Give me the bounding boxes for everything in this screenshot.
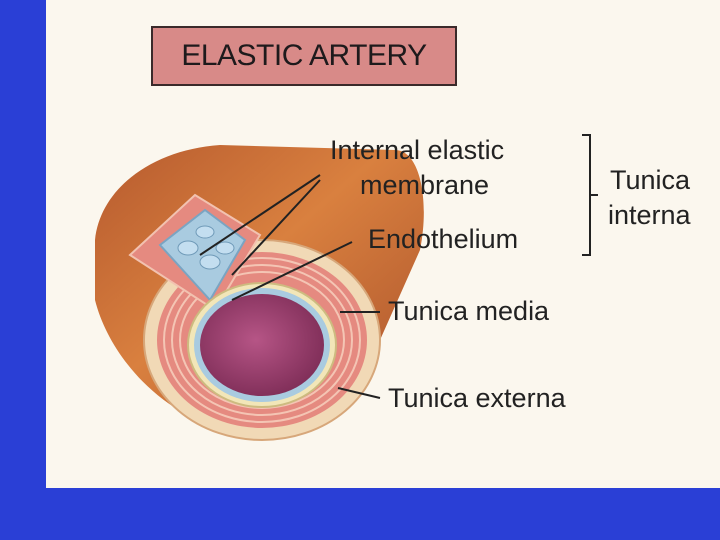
label-endothelium: Endothelium	[368, 224, 519, 254]
tunica-interna-bracket	[582, 134, 598, 256]
label-tunica-interna-line2: interna	[608, 200, 691, 230]
endothelial-cell	[195, 225, 215, 239]
label-tunica-externa: Tunica externa	[388, 383, 566, 413]
leader-internal-elastic-2	[231, 179, 321, 276]
label-tunica-media: Tunica media	[388, 296, 550, 326]
leader-internal-elastic-1	[199, 174, 321, 256]
leader-tunica-externa	[337, 387, 381, 399]
endothelial-cell	[177, 240, 199, 256]
leader-endothelium	[231, 241, 353, 301]
endothelial-cell	[215, 241, 235, 255]
lumen	[200, 294, 324, 396]
endothelial-cell	[199, 254, 221, 270]
diagram-title: ELASTIC ARTERY	[151, 26, 457, 86]
label-internal-elastic-line2: membrane	[360, 170, 490, 200]
label-tunica-interna-line1: Tunica	[610, 165, 691, 195]
media-lamella	[171, 264, 353, 416]
media-lamella	[163, 257, 361, 423]
label-internal-elastic-line1: Internal elastic	[330, 135, 505, 165]
endothelium-sheet	[158, 208, 247, 302]
